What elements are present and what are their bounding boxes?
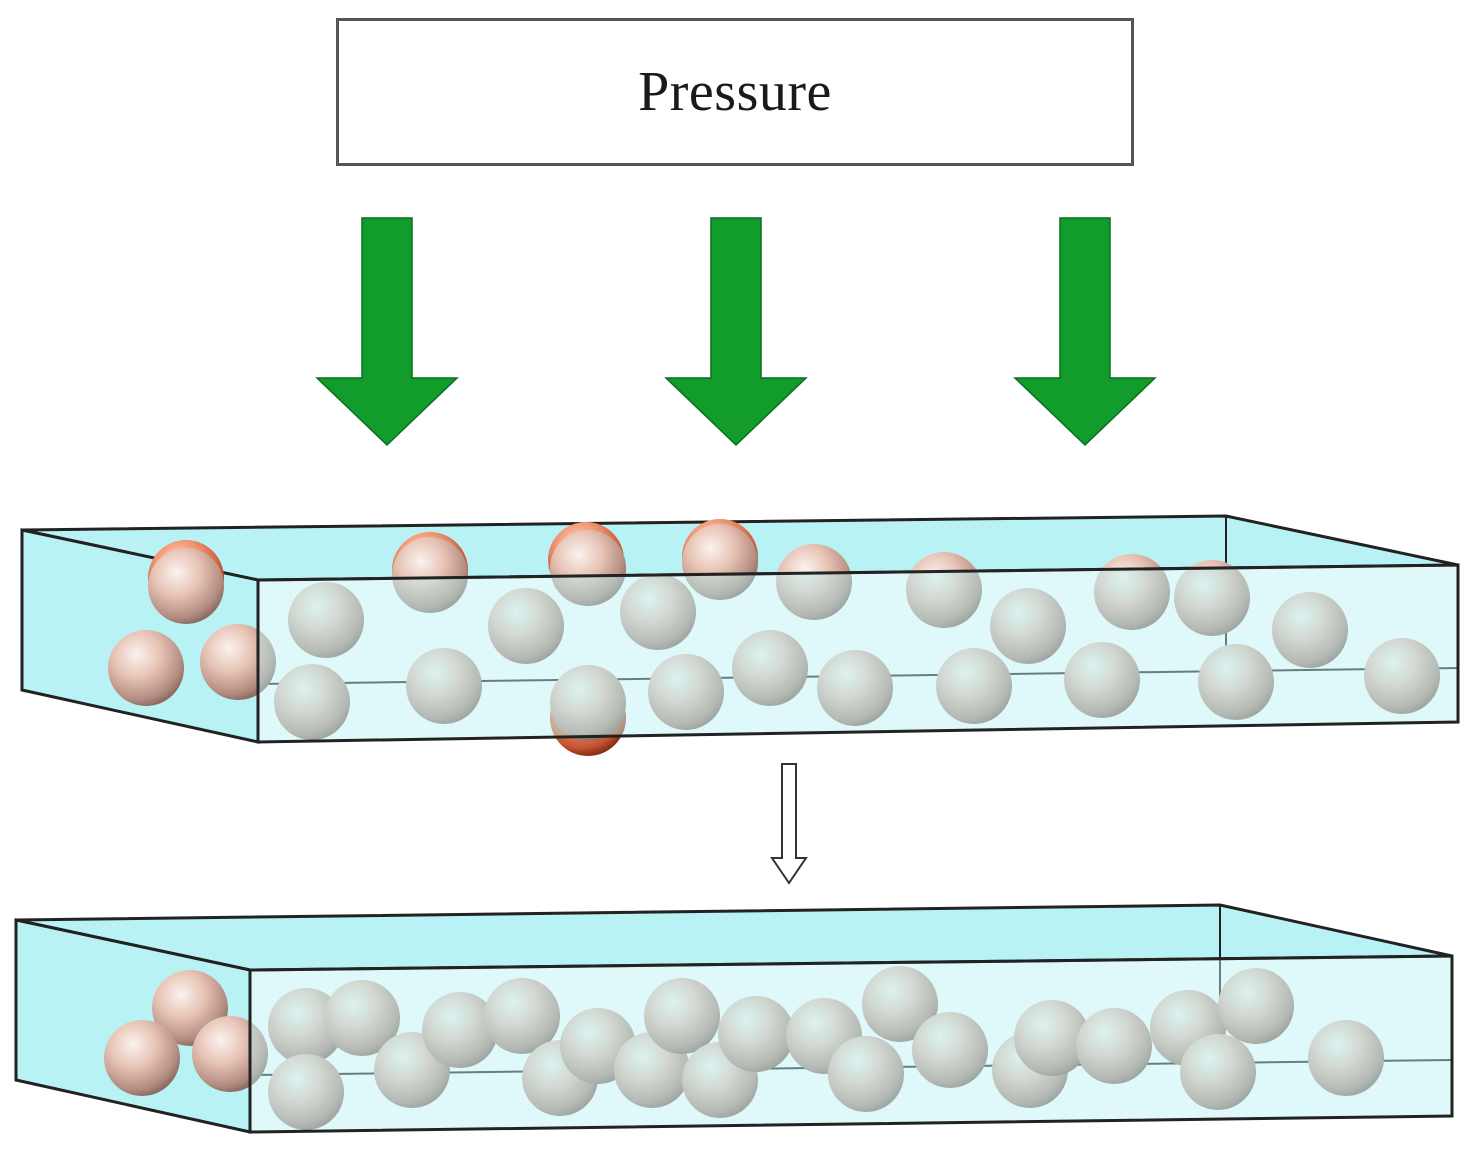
particle bbox=[912, 1012, 988, 1088]
down-arrow-icon bbox=[664, 217, 808, 447]
particle bbox=[1198, 644, 1274, 720]
particle bbox=[644, 978, 720, 1054]
hollow-down-arrow-icon bbox=[770, 763, 808, 885]
particle bbox=[1364, 638, 1440, 714]
particle bbox=[648, 654, 724, 730]
particle bbox=[1174, 560, 1250, 636]
particle bbox=[682, 524, 758, 600]
pressure-label: Pressure bbox=[638, 61, 832, 123]
particle bbox=[422, 992, 498, 1068]
particle bbox=[274, 664, 350, 740]
compressed-layer bbox=[14, 903, 1454, 1134]
particle bbox=[104, 1020, 180, 1096]
particle bbox=[406, 648, 482, 724]
particle bbox=[550, 530, 626, 606]
particle bbox=[990, 588, 1066, 664]
down-arrow-icon bbox=[1013, 217, 1157, 447]
particle bbox=[1094, 554, 1170, 630]
particle bbox=[488, 588, 564, 664]
particle bbox=[776, 544, 852, 620]
pressure-box: Pressure bbox=[336, 18, 1134, 166]
particle bbox=[392, 537, 468, 613]
down-arrow-icon bbox=[315, 217, 459, 447]
particle bbox=[1014, 1000, 1090, 1076]
pressure-arrows bbox=[315, 217, 1157, 447]
particle bbox=[268, 988, 344, 1064]
particle bbox=[1308, 1020, 1384, 1096]
particle bbox=[268, 1054, 344, 1130]
particle bbox=[108, 630, 184, 706]
uncompressed-layer bbox=[20, 514, 1460, 756]
particle bbox=[484, 978, 560, 1054]
particle bbox=[324, 980, 400, 1056]
bottom-box-front-face bbox=[248, 954, 1454, 1134]
particle bbox=[828, 1036, 904, 1112]
particle bbox=[718, 996, 794, 1072]
top-box-front-face bbox=[256, 563, 1460, 744]
particle bbox=[1064, 642, 1140, 718]
particle bbox=[550, 665, 626, 741]
particle bbox=[620, 574, 696, 650]
particle bbox=[936, 648, 1012, 724]
particle bbox=[732, 630, 808, 706]
particle bbox=[1218, 968, 1294, 1044]
particle bbox=[1076, 1008, 1152, 1084]
particle bbox=[288, 582, 364, 658]
particle bbox=[1180, 1034, 1256, 1110]
particle bbox=[1272, 592, 1348, 668]
particle bbox=[862, 966, 938, 1042]
particle bbox=[817, 650, 893, 726]
particle bbox=[148, 548, 224, 624]
